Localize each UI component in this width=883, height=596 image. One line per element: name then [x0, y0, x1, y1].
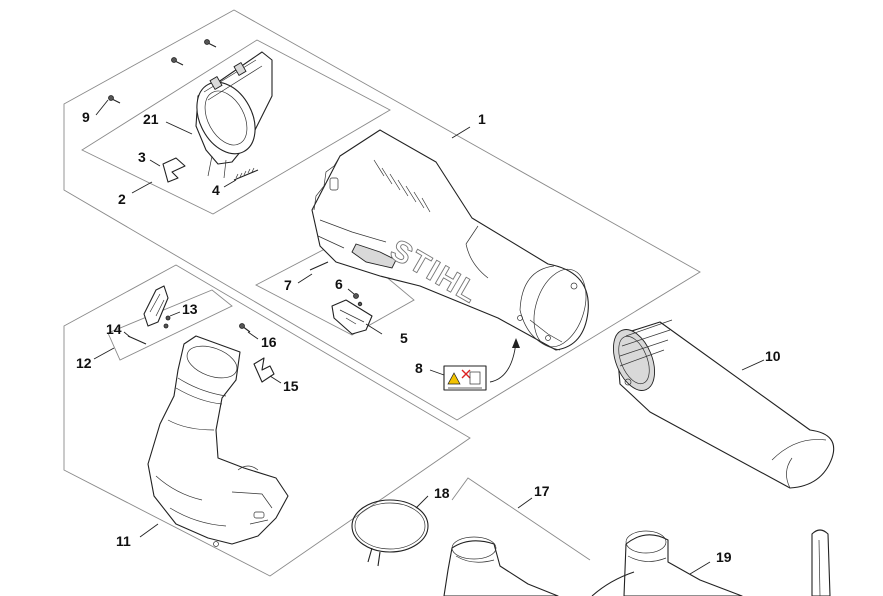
- rod-part-14: [127, 335, 147, 345]
- group-frame-cap-kit: [255, 239, 415, 336]
- screw-part-6: [353, 293, 363, 307]
- spring-part-4: [233, 167, 259, 181]
- blower-tube-housing: STIHL: [311, 129, 589, 351]
- screw-part-16: [239, 323, 251, 333]
- part-number-1: 1: [478, 111, 486, 127]
- intake-elbow-part-11: [147, 335, 289, 547]
- part-number-labels: 1 2 3 4 5 6 7 8 9 10 11 12 13 14 15 16 1…: [76, 109, 781, 565]
- group-frame-main-housing: [63, 9, 701, 421]
- part-number-16: 16: [261, 334, 277, 350]
- part-number-5: 5: [400, 330, 408, 346]
- group-frame-hose-kit: [451, 477, 591, 561]
- clip-part-3: [162, 157, 186, 183]
- part-number-19: 19: [716, 549, 732, 565]
- part-number-3: 3: [138, 149, 146, 165]
- screw-top-right: [204, 39, 217, 48]
- pin-part-7: [309, 261, 329, 271]
- strap-part-partial: [811, 529, 831, 596]
- part-number-4: 4: [212, 182, 220, 198]
- part-number-13: 13: [182, 301, 198, 317]
- part-number-9: 9: [82, 109, 90, 125]
- part-number-12: 12: [76, 355, 92, 371]
- part-number-2: 2: [118, 191, 126, 207]
- hose-part-19: [591, 530, 743, 596]
- cap-part-5: [331, 299, 373, 335]
- part-number-8: 8: [415, 360, 423, 376]
- group-frame-housing-bracket: [81, 39, 391, 215]
- part-number-10: 10: [765, 348, 781, 364]
- part-number-15: 15: [283, 378, 299, 394]
- fan-housing-bracket: [195, 51, 273, 179]
- leader-lines: [93, 99, 765, 575]
- clip-part-15: [253, 357, 275, 383]
- part-number-7: 7: [284, 277, 292, 293]
- part-number-17: 17: [534, 483, 550, 499]
- screw-top-left: [171, 57, 184, 66]
- part-number-11: 11: [116, 533, 131, 549]
- hose-part-17: [443, 536, 559, 596]
- part-number-14: 14: [106, 321, 122, 337]
- warning-label-part-8: [443, 338, 520, 391]
- hose-clamp-part-18: [351, 499, 429, 567]
- screw-part-9: [108, 95, 121, 104]
- part-number-18: 18: [434, 485, 450, 501]
- part-number-21: 21: [143, 111, 159, 127]
- group-frame-clip-kit: [107, 289, 233, 361]
- part-number-6: 6: [335, 276, 343, 292]
- group-frame-intake-elbow: [63, 264, 471, 577]
- nozzle-part-10: [613, 319, 835, 489]
- latch-part-13: [143, 285, 171, 329]
